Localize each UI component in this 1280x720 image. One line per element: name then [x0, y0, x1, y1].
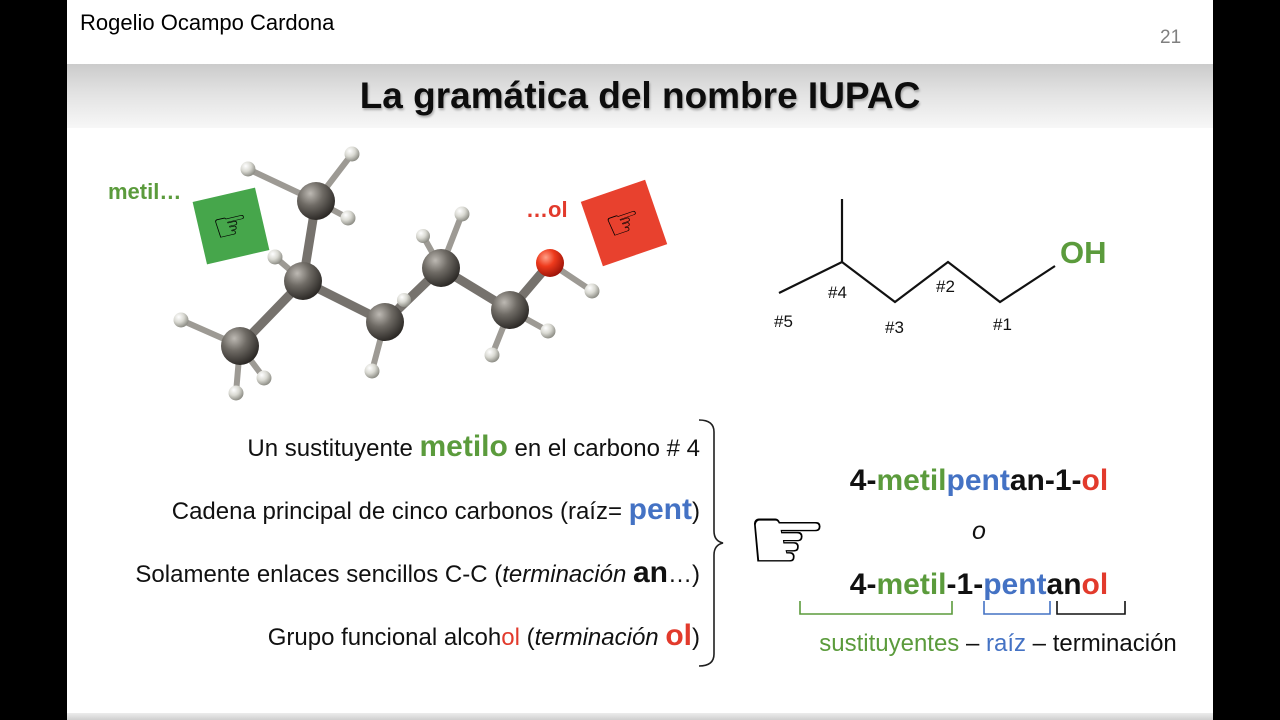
statement-text: Grupo funcional alcoh: [267, 624, 502, 651]
slide-bottom-bar: [67, 713, 1213, 720]
statement-text: ): [692, 498, 700, 525]
name-locant: 4-: [849, 568, 877, 601]
name-infix: an: [1046, 568, 1082, 601]
hydrogen-atom: [340, 210, 356, 226]
name-separator: o: [972, 517, 986, 545]
statement-text: (: [519, 624, 535, 651]
statement-keyword: an: [632, 556, 668, 589]
legend-ending: terminación: [1052, 630, 1177, 657]
slide-title: La gramática del nombre IUPAC: [359, 75, 921, 116]
iupac-name-option-1: 4-metilpentan-1-ol: [820, 463, 1138, 499]
title-band: La gramática del nombre IUPAC: [67, 64, 1213, 128]
iupac-name-option-2: 4-metil-1-pentanol: [820, 567, 1138, 603]
hydrogen-atom: [344, 146, 360, 162]
page-number: 21: [1160, 27, 1182, 48]
statement-italic: terminación: [534, 624, 666, 651]
name-infix: an-1-: [1009, 464, 1082, 497]
pointing-hand-icon: [746, 490, 828, 590]
brace-path: [698, 419, 724, 667]
carbon-label-4: #4: [828, 283, 847, 302]
ending-bracket: [1056, 601, 1126, 615]
statement-text: ): [692, 624, 700, 651]
hydroxyl-group-label: OH: [1060, 235, 1107, 270]
skeletal-formula: [778, 199, 1056, 304]
statement-text: Un sustituyente: [247, 435, 420, 462]
statement-single-bonds: Solamente enlaces sencillos C-C (termina…: [60, 557, 700, 591]
pointing-hand-icon: [601, 198, 648, 247]
name-substituent: metil: [876, 464, 947, 497]
carbon-atom: [491, 291, 529, 329]
name-ending: ol: [1081, 568, 1109, 601]
hydrogen-atom: [228, 385, 244, 401]
carbon-atom: [366, 303, 404, 341]
statement-keyword: ol: [665, 619, 692, 652]
statement-keyword: metilo: [419, 430, 508, 463]
carbon-label-2: #2: [936, 277, 955, 296]
statement-text: Cadena principal de cinco carbonos (raíz…: [171, 498, 629, 525]
carbon-atom: [297, 182, 335, 220]
name-parts-legend: sustituyentes – raíz – terminación: [800, 630, 1196, 658]
hydrogen-atom: [240, 161, 256, 177]
name-root: pent: [946, 464, 1010, 497]
carbon-label-1: #1: [993, 315, 1012, 334]
statement-root: Cadena principal de cinco carbonos (raíz…: [60, 494, 700, 528]
pointing-hand-icon: [209, 202, 253, 249]
statement-text: Solamente enlaces sencillos C-C (: [135, 561, 503, 588]
molecule-3d-model: [173, 146, 600, 401]
carbon-chain-line: [778, 260, 1056, 304]
statement-italic: terminación: [502, 561, 633, 588]
hydrogen-atom: [454, 206, 470, 222]
hydrogen-atom: [397, 293, 411, 307]
statement-highlight: ol: [501, 624, 520, 651]
substituent-label: metil…: [108, 179, 182, 204]
legend-dash: –: [1026, 630, 1053, 657]
curly-brace: [698, 419, 724, 667]
carbon-atom: [221, 327, 259, 365]
statement-text: …): [668, 561, 700, 588]
hydrogen-atom: [267, 249, 283, 265]
ending-label: …ol: [526, 197, 568, 222]
substituents-bracket: [799, 601, 953, 615]
name-locant: -1-: [946, 568, 984, 601]
carbon-label-3: #3: [885, 318, 904, 337]
name-part-brackets: [799, 601, 1126, 615]
hydrogen-atom: [173, 312, 189, 328]
statement-functional-group: Grupo funcional alcohol (terminación ol): [60, 620, 700, 654]
statement-text: en el carbono # 4: [507, 435, 700, 462]
hydrogen-atom: [484, 347, 500, 363]
legend-root: raíz: [986, 630, 1027, 657]
hydrogen-atom: [540, 323, 556, 339]
name-substituent: metil: [876, 568, 947, 601]
legend-dash: –: [959, 630, 986, 657]
name-root: pent: [983, 568, 1047, 601]
author-name: Rogelio Ocampo Cardona: [80, 10, 335, 35]
name-ending: ol: [1081, 464, 1109, 497]
oxygen-atom: [536, 249, 564, 277]
statement-keyword: pent: [628, 493, 692, 526]
legend-substituents: sustituyentes: [819, 630, 960, 657]
carbon-atom: [284, 262, 322, 300]
carbon-atom: [422, 249, 460, 287]
carbon-label-5: #5: [774, 312, 793, 331]
hydrogen-atom: [364, 363, 380, 379]
hydrogen-atom: [256, 370, 272, 386]
name-locant: 4-: [849, 464, 877, 497]
hydrogen-atom: [584, 283, 600, 299]
root-bracket: [983, 601, 1051, 615]
hydrogen-atom: [416, 229, 430, 243]
statement-substituent: Un sustituyente metilo en el carbono # 4: [60, 431, 700, 465]
